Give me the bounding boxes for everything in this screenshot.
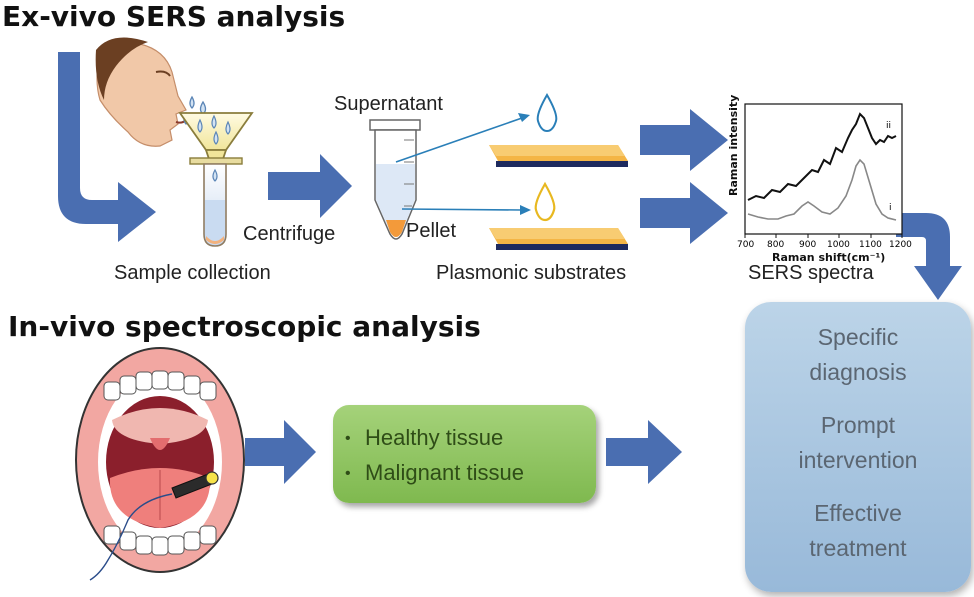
x-tick-900: 900 bbox=[799, 240, 816, 250]
curve-label-ii: ii bbox=[886, 121, 891, 131]
supernatant-label: Supernatant bbox=[334, 93, 443, 115]
in-vivo-title: In-vivo spectroscopic analysis bbox=[8, 310, 481, 343]
face-icon bbox=[95, 37, 187, 147]
arrow-to-spectrum-bottom bbox=[640, 182, 728, 244]
spectrum-ylabel: Raman intensity bbox=[727, 95, 740, 196]
arrow-to-centrifuge bbox=[268, 154, 352, 218]
droplet-yellow-icon bbox=[534, 181, 556, 222]
list-item: •Healthy tissue bbox=[345, 425, 504, 450]
list-item: •Malignant tissue bbox=[345, 460, 524, 485]
spectrum-curve-i bbox=[747, 158, 897, 221]
centrifuge-tube-icon bbox=[369, 119, 421, 240]
arrow-to-outcome-box bbox=[606, 420, 682, 484]
funnel-icon bbox=[178, 112, 254, 165]
fiber-probe-icon bbox=[89, 471, 219, 581]
l-arrow-sample bbox=[58, 52, 156, 242]
pellet-pointer-arrow bbox=[401, 205, 531, 215]
substrate-bottom bbox=[489, 228, 628, 250]
spectrum-curve-ii bbox=[747, 112, 897, 201]
spectrum-xlabel: Raman shift(cm⁻¹) bbox=[772, 251, 885, 264]
curve-label-i: i bbox=[889, 203, 892, 213]
x-tick-1100: 1100 bbox=[859, 240, 882, 250]
droplet-blue-icon bbox=[536, 93, 558, 133]
arrow-to-tissue-box bbox=[245, 420, 316, 484]
open-mouth-icon bbox=[75, 347, 245, 573]
x-tick-700: 700 bbox=[737, 240, 754, 250]
sample-collection-label: Sample collection bbox=[114, 262, 271, 284]
x-tick-1000: 1000 bbox=[827, 240, 850, 250]
tissue-type-box: •Healthy tissue •Malignant tissue bbox=[333, 405, 596, 503]
arrow-to-outcomes bbox=[896, 213, 962, 300]
x-tick-1200: 1200 bbox=[889, 240, 912, 250]
x-tick-800: 800 bbox=[767, 240, 784, 250]
pellet-label: Pellet bbox=[406, 220, 457, 242]
plasmonic-substrates-label: Plasmonic substrates bbox=[436, 262, 627, 284]
spectrum-inset: ii i 700 800 900 1000 1100 1200 Raman sh… bbox=[727, 95, 912, 264]
arrow-to-spectrum-top bbox=[640, 109, 728, 171]
supernatant-pointer-arrow bbox=[395, 113, 530, 163]
tissue-list: •Healthy tissue •Malignant tissue bbox=[333, 405, 596, 491]
centrifuge-label: Centrifuge bbox=[243, 223, 336, 245]
collection-tube-icon bbox=[203, 163, 227, 247]
substrate-top bbox=[489, 145, 628, 167]
sers-spectra-label: SERS spectra bbox=[748, 262, 874, 284]
ex-vivo-title: Ex-vivo SERS analysis bbox=[2, 0, 346, 33]
